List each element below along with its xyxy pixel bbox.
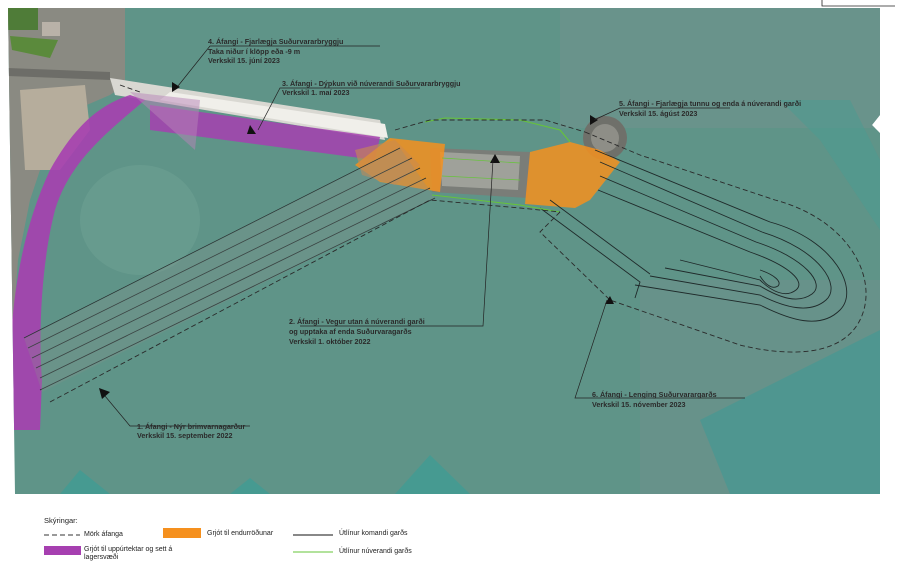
phase2-label: 2. Áfangi - Vegur utan á núverandi garði… — [289, 317, 425, 346]
phase5-title: 5. Áfangi - Fjarlægja tunnu og enda á nú… — [619, 99, 801, 108]
sea-tile-teal-5 — [780, 100, 880, 230]
legend-orange-label: Grjót til endurröðunar — [207, 530, 274, 537]
purple-stone-removal-area — [10, 95, 145, 430]
legend-purple-label: Grjót til uppúrtektar og sett á lagersvæ… — [84, 546, 173, 561]
sea-tile-light — [80, 165, 200, 275]
phase5-label: 5. Áfangi - Fjarlægja tunnu og enda á nú… — [619, 99, 801, 118]
existing-outline-green-2 — [441, 157, 521, 181]
field-green-2 — [10, 36, 58, 58]
phase1-deadline: Verkskil 15. september 2022 — [137, 431, 233, 440]
sea-tile-teal-2 — [395, 455, 470, 494]
legend-purple-swatch — [44, 546, 81, 555]
phase-boundary-lines — [49, 84, 867, 403]
legend-title: Skýringar: — [44, 516, 78, 525]
legend-future-outline-label: Útlínur komandi garðs — [339, 530, 408, 537]
phase6-label: 6. Áfangi - Lenging Suðurvarargarðs Verk… — [592, 390, 717, 409]
phase6-title: 6. Áfangi - Lenging Suðurvarargarðs — [592, 390, 717, 399]
phase1-title: 1. Áfangi - Nýr brimvarnagarður — [137, 422, 245, 431]
orange-overlap-left — [355, 140, 420, 185]
marker-phase1 — [99, 388, 110, 399]
marker-phase2 — [490, 154, 500, 163]
new-breakwater-fill — [24, 148, 435, 392]
existing-outline-green — [424, 117, 571, 213]
sea-tile-teal — [700, 330, 880, 494]
breakwater-extension-outline — [539, 149, 848, 322]
phase4-title: 4. Áfangi - Fjarlægja Suðurvararbryggju — [208, 37, 343, 46]
legend-black-line-swatch — [293, 534, 333, 536]
harbor-construction-map: 1. Áfangi - Nýr brimvarnagarður Verkskil… — [8, 0, 895, 494]
marker-phase6 — [605, 296, 614, 304]
marker-phase4 — [172, 82, 180, 92]
phase2-subtitle: og upptaka af enda Suðurvaragarðs — [289, 327, 412, 336]
building-roof — [42, 22, 60, 36]
phase3-title: 3. Áfangi - Dýpkun við núverandi Suðurva… — [282, 79, 461, 88]
phase3-label: 3. Áfangi - Dýpkun við núverandi Suðurva… — [282, 79, 461, 97]
sea-tile-teal-4 — [60, 470, 110, 494]
leader-lines — [104, 45, 745, 427]
road — [8, 68, 110, 80]
legend-boundary-label: Mörk áfanga — [84, 531, 123, 538]
phase3-deadline: Verkskil 1. maí 2023 — [282, 88, 350, 97]
legend-orange-swatch — [163, 528, 201, 538]
phase1-label: 1. Áfangi - Nýr brimvarnagarður Verkskil… — [137, 422, 245, 440]
existing-barrel-inner — [591, 124, 619, 152]
phase2-deadline: Verkskil 1. október 2022 — [289, 337, 371, 346]
phase5-deadline: Verkskil 15. ágúst 2023 — [619, 109, 697, 118]
purple-quay-strip — [150, 105, 380, 160]
orange-reorder-right — [525, 142, 620, 208]
sea-tile-teal-3 — [230, 478, 270, 494]
phase6-deadline: Verkskil 15. nóvember 2023 — [592, 400, 686, 409]
legend-existing-outline-label: Útlínur núverandi garðs — [339, 548, 412, 555]
phase4-subtitle: Taka niður í klöpp eða -9 m — [208, 47, 300, 56]
phase4-label: 4. Áfangi - Fjarlægja Suðurvararbryggju … — [208, 37, 343, 65]
quay-concrete — [160, 92, 388, 138]
new-breakwater-outline — [23, 147, 436, 391]
field-green — [8, 8, 38, 30]
marker-phase3 — [247, 125, 256, 134]
legend-dashed-swatch — [44, 534, 80, 536]
phase4-deadline: Verkskil 15. júní 2023 — [208, 56, 280, 65]
legend-green-line-swatch — [293, 551, 333, 553]
phase2-title: 2. Áfangi - Vegur utan á núverandi garði — [289, 317, 425, 326]
frame-corner — [821, 0, 895, 7]
purple-overlap-shade — [130, 92, 200, 150]
existing-breakwater-stones — [440, 152, 520, 190]
